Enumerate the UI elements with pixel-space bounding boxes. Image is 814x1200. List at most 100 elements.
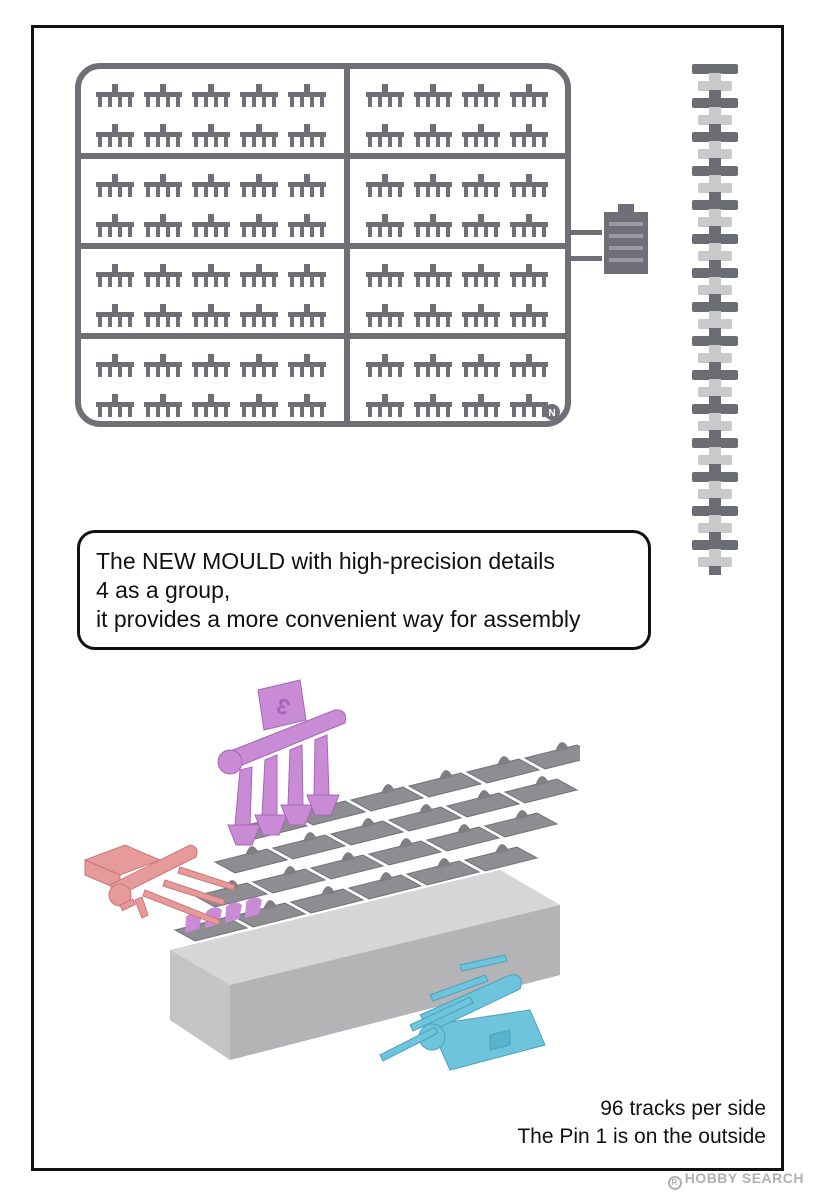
track-link-part bbox=[510, 174, 548, 197]
track-link-part bbox=[366, 214, 404, 237]
part-bar bbox=[510, 182, 548, 187]
part-gate bbox=[526, 394, 532, 403]
track-link-connector bbox=[709, 379, 721, 388]
part-gate bbox=[430, 354, 436, 363]
part-tooth bbox=[108, 277, 112, 287]
track-link-part bbox=[144, 354, 182, 377]
part-tooth bbox=[98, 227, 102, 237]
part-tooth bbox=[224, 97, 228, 107]
part-bar bbox=[366, 362, 404, 367]
part-tooth bbox=[388, 407, 392, 417]
part-tooth bbox=[204, 187, 208, 197]
part-tooth bbox=[310, 407, 314, 417]
part-tooth bbox=[542, 187, 546, 197]
track-link-part bbox=[366, 354, 404, 377]
part-tooth bbox=[464, 317, 468, 327]
part-gate bbox=[256, 124, 262, 133]
part-bar bbox=[366, 92, 404, 97]
track-link-part bbox=[240, 264, 278, 287]
guide-horn bbox=[419, 804, 433, 814]
part-bar bbox=[414, 132, 452, 137]
part-bar bbox=[144, 362, 182, 367]
track-link-connector bbox=[709, 226, 721, 235]
part-tooth bbox=[290, 187, 294, 197]
pink-pin-part bbox=[83, 844, 236, 926]
track-link-part bbox=[414, 174, 452, 197]
part-tooth bbox=[398, 277, 402, 287]
part-tooth bbox=[484, 97, 488, 107]
part-tooth bbox=[108, 367, 112, 377]
track-link-connector bbox=[709, 362, 721, 371]
part-tooth bbox=[436, 367, 440, 377]
guide-horn bbox=[321, 886, 335, 896]
part-bar bbox=[288, 272, 326, 277]
sprue-letter: N bbox=[548, 408, 555, 419]
part-tooth bbox=[156, 137, 160, 147]
part-tooth bbox=[310, 97, 314, 107]
part-gate bbox=[112, 124, 118, 133]
track-link-part bbox=[366, 174, 404, 197]
part-tooth bbox=[398, 97, 402, 107]
track-link-part bbox=[462, 394, 500, 417]
guide-horn bbox=[477, 790, 491, 800]
part-tooth bbox=[378, 137, 382, 147]
part-tooth bbox=[398, 367, 402, 377]
part-gate bbox=[208, 174, 214, 183]
purple-link-in-jig bbox=[225, 902, 242, 923]
callout-line-1: The NEW MOULD with high-precision detail… bbox=[96, 548, 555, 574]
part-tooth bbox=[98, 187, 102, 197]
track-link-connector bbox=[709, 107, 721, 116]
part-gate bbox=[430, 394, 436, 403]
part-gate bbox=[256, 84, 262, 93]
part-tooth bbox=[368, 97, 372, 107]
part-bar bbox=[414, 92, 452, 97]
part-tooth bbox=[262, 187, 266, 197]
track-link-part bbox=[240, 174, 278, 197]
part-tooth bbox=[310, 227, 314, 237]
part-tooth bbox=[532, 277, 536, 287]
part-tooth bbox=[446, 407, 450, 417]
part-tooth bbox=[416, 277, 420, 287]
track-link-part bbox=[462, 174, 500, 197]
part-gate bbox=[526, 304, 532, 313]
part-gate bbox=[382, 214, 388, 223]
part-bar bbox=[240, 312, 278, 317]
track-link-part bbox=[414, 354, 452, 377]
track-link-part bbox=[414, 214, 452, 237]
part-tooth bbox=[310, 317, 314, 327]
part-tooth bbox=[416, 407, 420, 417]
part-tooth bbox=[320, 407, 324, 417]
part-tooth bbox=[522, 367, 526, 377]
part-gate bbox=[526, 354, 532, 363]
part-gate bbox=[478, 84, 484, 93]
guide-horn bbox=[341, 852, 355, 862]
part-tooth bbox=[128, 407, 132, 417]
part-tooth bbox=[464, 187, 468, 197]
part-gate bbox=[208, 214, 214, 223]
part-tooth bbox=[532, 227, 536, 237]
sprue-letter-tag: N bbox=[544, 404, 560, 420]
part-gate bbox=[382, 354, 388, 363]
part-tooth bbox=[484, 227, 488, 237]
part-tooth bbox=[156, 187, 160, 197]
part-gate bbox=[256, 304, 262, 313]
part-bar bbox=[414, 312, 452, 317]
part-tooth bbox=[156, 367, 160, 377]
track-link-connector bbox=[709, 294, 721, 303]
part-gate bbox=[304, 264, 310, 273]
part-bar bbox=[240, 272, 278, 277]
part-tooth bbox=[272, 97, 276, 107]
part-gate bbox=[478, 214, 484, 223]
part-tooth bbox=[474, 407, 478, 417]
guide-horn bbox=[497, 756, 511, 766]
part-tooth bbox=[320, 277, 324, 287]
part-bar bbox=[288, 402, 326, 407]
part-bar bbox=[366, 272, 404, 277]
part-tooth bbox=[224, 137, 228, 147]
part-tooth bbox=[146, 407, 150, 417]
part-tooth bbox=[262, 317, 266, 327]
track-link-part bbox=[366, 84, 404, 107]
track-link-connector bbox=[709, 515, 721, 524]
part-tooth bbox=[416, 227, 420, 237]
part-bar bbox=[96, 182, 134, 187]
